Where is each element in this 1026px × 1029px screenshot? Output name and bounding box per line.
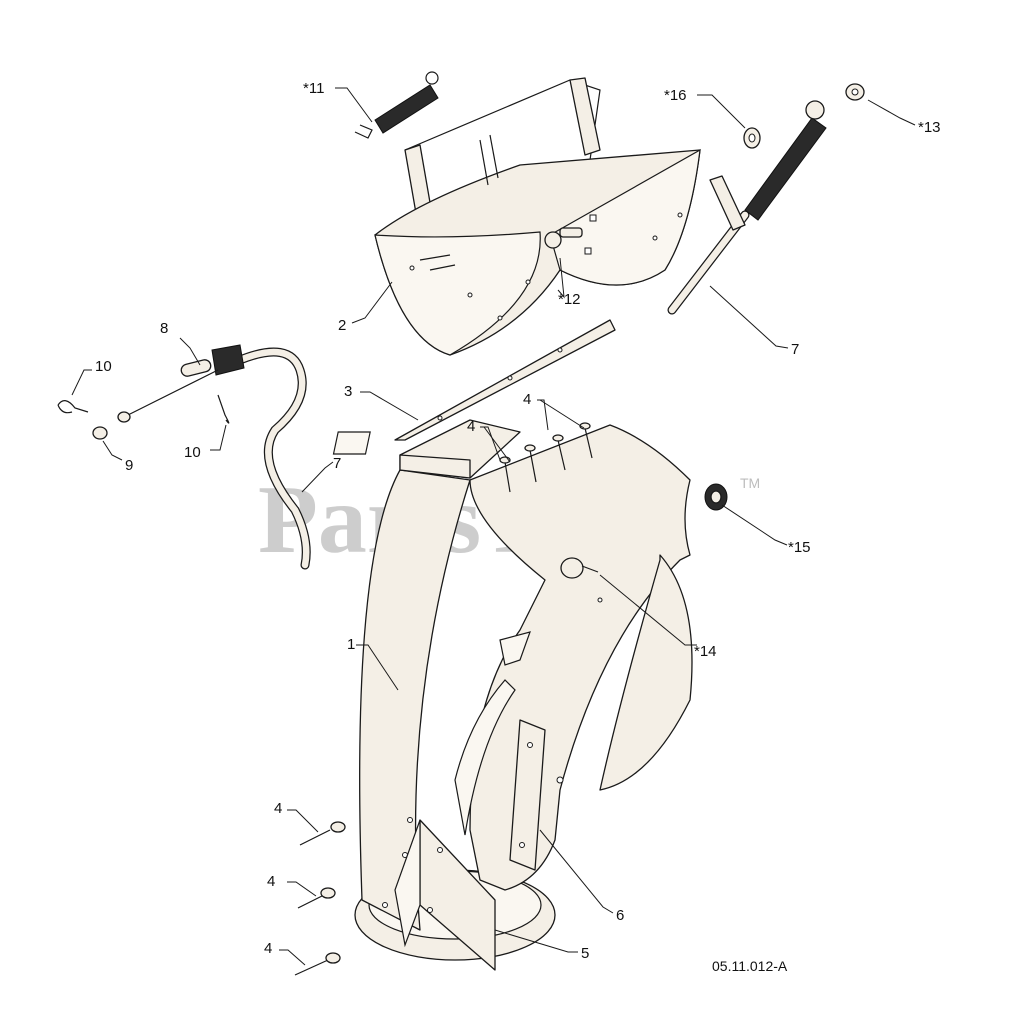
watermark-trademark: TM xyxy=(740,475,760,491)
callout-6: 6 xyxy=(616,907,624,924)
callout-4-top-left: 4 xyxy=(467,418,475,435)
part-2-deflector xyxy=(374,77,701,356)
part-1-chute xyxy=(332,419,693,961)
callout-16: *16 xyxy=(664,87,687,104)
callout-4-top-right: 4 xyxy=(523,391,531,408)
callout-9: 9 xyxy=(125,457,133,474)
callout-4-rivet-2: 4 xyxy=(267,873,275,890)
callout-15: *15 xyxy=(788,539,811,556)
callout-11: *11 xyxy=(303,80,324,97)
callout-7-top: 7 xyxy=(791,341,799,358)
callout-14: *14 xyxy=(694,643,717,660)
part-3-strip xyxy=(394,319,616,441)
callout-4-rivet-1: 4 xyxy=(274,800,282,817)
part-5-plate xyxy=(394,819,496,971)
part-7-cable xyxy=(127,344,311,570)
callout-12: *12 xyxy=(558,291,581,308)
part-13-nut xyxy=(845,83,865,101)
callout-4-rivet-3: 4 xyxy=(264,940,272,957)
part-10-clips xyxy=(57,394,230,424)
part-14-bolt xyxy=(560,557,599,579)
callout-10-right: 10 xyxy=(184,444,201,461)
callout-3: 3 xyxy=(344,383,352,400)
part-9-bushing xyxy=(92,411,131,440)
callout-8: 8 xyxy=(160,320,168,337)
part-15-nut xyxy=(704,483,728,511)
callout-2: 2 xyxy=(338,317,346,334)
part-8-pin xyxy=(180,359,212,377)
callout-5: 5 xyxy=(581,945,589,962)
part-7-crank-rod xyxy=(667,100,827,315)
drawing-number: 05.11.012-A xyxy=(712,958,788,974)
part-4-rivets-top xyxy=(499,422,593,493)
callout-10-left: 10 xyxy=(95,358,112,375)
callout-1: 1 xyxy=(347,636,355,653)
callout-7-cable: 7 xyxy=(333,455,341,472)
part-16-bushing xyxy=(743,127,761,149)
callout-labels: *11 *16 *13 2 *12 7 8 10 9 10 3 4 4 7 *1… xyxy=(95,80,941,962)
part-11-spring xyxy=(354,71,439,139)
leader-lines xyxy=(71,87,916,966)
part-6-bracket xyxy=(509,719,546,871)
part-4-rivets-lower xyxy=(294,821,346,976)
callout-13: *13 xyxy=(918,119,941,136)
